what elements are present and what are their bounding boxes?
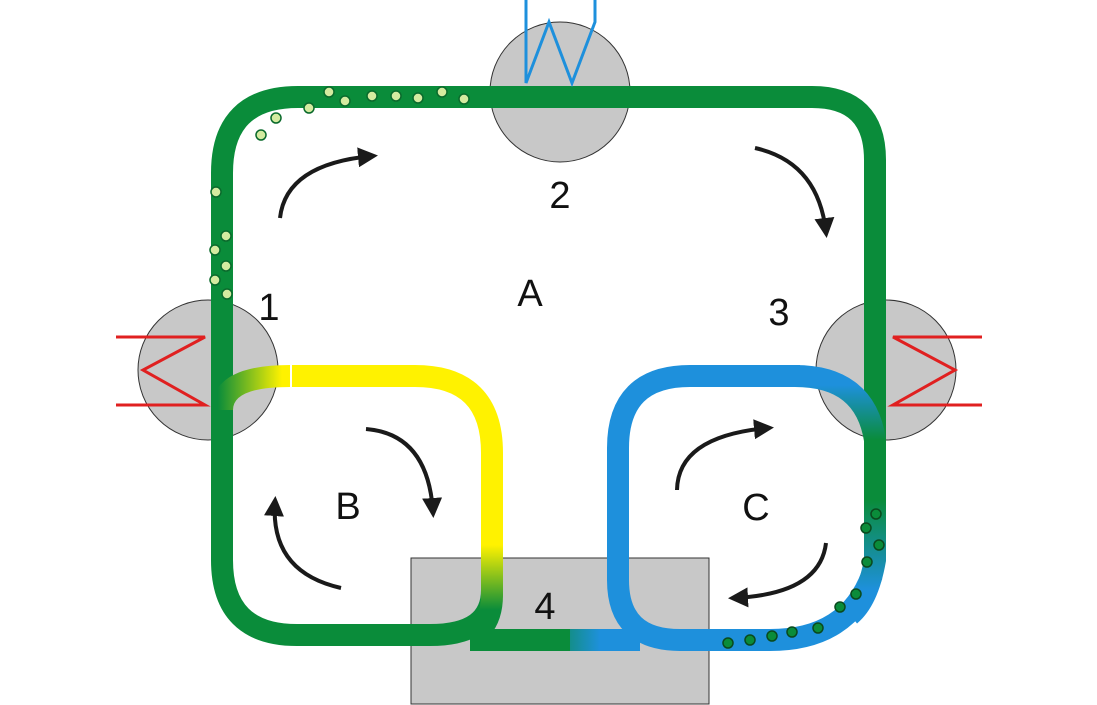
flow-arrow-a-right	[754, 146, 835, 238]
label-node-2: 2	[549, 175, 570, 217]
label-loop-a: A	[517, 273, 543, 315]
loop-c-pipe	[607, 365, 883, 651]
loop-b-exit-transition	[463, 545, 503, 648]
loop-a-pipe	[211, 86, 886, 430]
label-loop-c: C	[742, 487, 769, 529]
label-node-4: 4	[534, 586, 555, 628]
loop-c-return-transition	[842, 500, 886, 624]
label-loop-b: B	[335, 486, 360, 528]
cooler-zigzag-icon	[524, 0, 597, 88]
loop-b-transition	[211, 365, 291, 412]
particles-loop-c	[722, 508, 885, 649]
loop-c-top-transition	[794, 365, 886, 443]
heater-zigzag-icon	[887, 335, 982, 407]
flow-arrow-c-bottom	[728, 542, 828, 608]
heater-zigzag-icon	[116, 335, 211, 407]
flow-arrow-a-left	[278, 147, 378, 219]
loop-b-pipe	[292, 365, 503, 560]
flow-arrow-c-top	[675, 419, 774, 491]
flow-arrow-b-left	[264, 496, 342, 590]
particles-loop-a	[209, 86, 470, 300]
label-node-1: 1	[258, 287, 279, 329]
flow-arrow-b-right	[365, 427, 443, 518]
label-node-3: 3	[768, 292, 789, 334]
